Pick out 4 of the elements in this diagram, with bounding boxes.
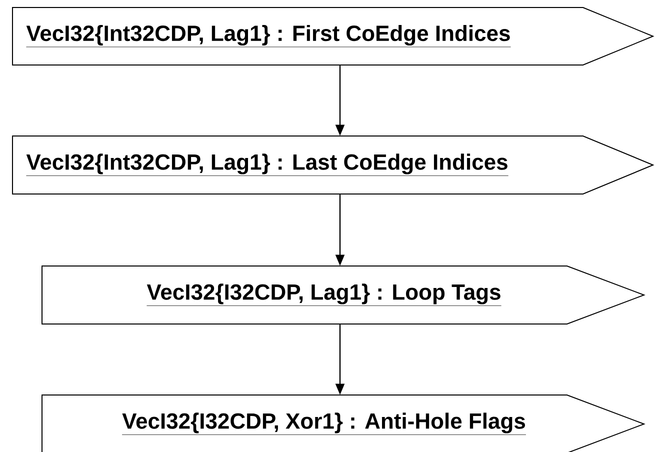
- pentagon-arrow-box: VecI32{I32CDP, Xor1} : Anti-Hole Flags: [42, 394, 646, 452]
- pentagon-arrow-box: VecI32{Int32CDP, Lag1} : First CoEdge Indices: [12, 7, 654, 66]
- pentagon-arrow-box: VecI32{Int32CDP, Lag1} : Last CoEdge Indices: [12, 136, 654, 194]
- pentagon-arrow-box: VecI32{I32CDP, Lag1} : Loop Tags: [42, 266, 646, 324]
